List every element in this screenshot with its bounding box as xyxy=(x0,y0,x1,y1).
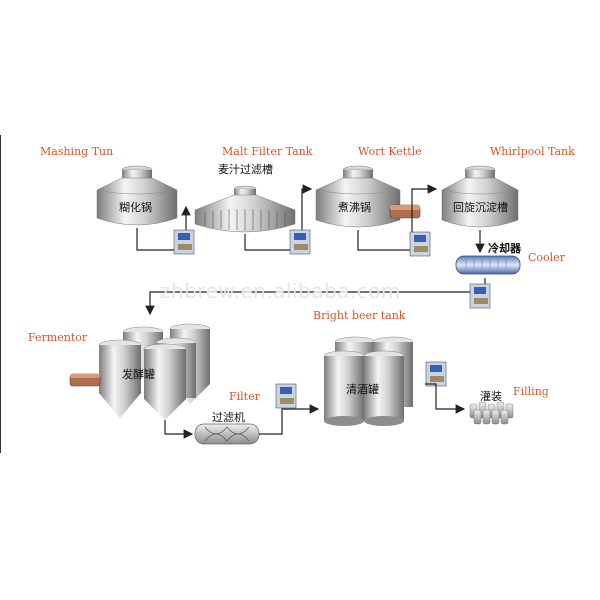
filling-bottles xyxy=(469,401,514,425)
cn-label-bright-beer-tank: 清酒罐 xyxy=(346,383,379,396)
label-bright-beer-tank: Bright beer tank xyxy=(313,309,406,322)
pipes-cellar xyxy=(164,383,466,439)
steam-heater-pipe-fermentor xyxy=(69,373,101,387)
label-filling: Filling xyxy=(513,385,549,398)
label-mashing-tun: Mashing Tun xyxy=(40,145,114,158)
controller-4 xyxy=(469,283,491,309)
controller-6 xyxy=(425,361,447,387)
bright-beer-tanks xyxy=(323,336,414,426)
steam-heater-pipe-kettle xyxy=(389,204,421,219)
cn-label-filter: 过滤机 xyxy=(212,411,245,424)
controller-1 xyxy=(173,229,195,255)
cn-label-filling: 灌装 xyxy=(480,390,502,403)
label-whirlpool-tank: Whirlpool Tank xyxy=(490,145,575,158)
wort-kettle-vessel xyxy=(315,165,401,228)
label-cooler: Cooler xyxy=(528,251,565,264)
controller-5 xyxy=(275,383,297,409)
cn-label-whirlpool-tank: 回旋沉淀槽 xyxy=(453,201,508,214)
label-malt-filter-tank: Malt Filter Tank xyxy=(222,145,313,158)
label-filter: Filter xyxy=(229,390,260,403)
controller-2 xyxy=(289,229,311,255)
cn-label-mashing-tun: 糊化锅 xyxy=(119,201,152,214)
cn-label-wort-kettle: 煮沸锅 xyxy=(338,201,371,214)
watermark: zhbrew.en.alibaba.com xyxy=(160,279,402,303)
filter-unit xyxy=(194,423,260,445)
controller-3 xyxy=(409,231,431,257)
mashing-tun-vessel xyxy=(96,165,178,226)
label-fermentor: Fermentor xyxy=(28,331,88,344)
cooler-unit xyxy=(455,255,521,275)
cn-label-cooler: 冷却器 xyxy=(488,242,521,255)
fermentor-tanks xyxy=(98,323,211,420)
left-border-line xyxy=(0,135,1,453)
whirlpool-tank-vessel xyxy=(441,165,519,228)
label-wort-kettle: Wort Kettle xyxy=(358,145,422,158)
cn-label-malt-filter-tank: 麦汁过滤槽 xyxy=(218,163,273,176)
cn-label-fermentor: 发酵罐 xyxy=(122,368,155,381)
malt-filter-tank-vessel xyxy=(194,185,296,233)
